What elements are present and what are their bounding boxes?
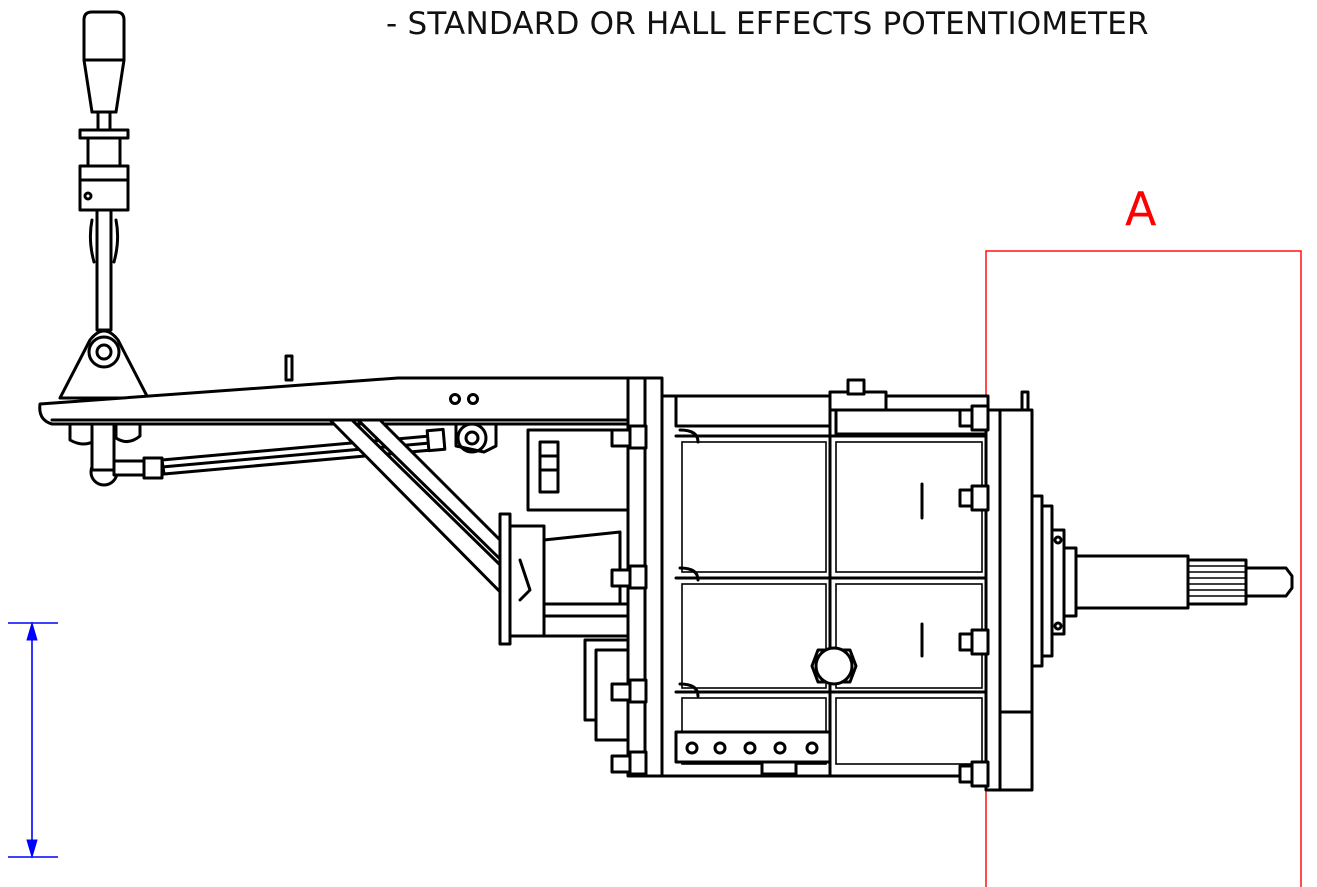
output-shaft xyxy=(1030,494,1294,668)
drawing-note: - STANDARD OR HALL EFFECTS POTENTIOMETER xyxy=(386,6,1149,42)
detail-label-a: A xyxy=(1125,182,1157,236)
gearbox-case xyxy=(660,378,990,778)
bellhousing-plate xyxy=(610,376,664,778)
gear-lever xyxy=(58,10,150,400)
link-rod xyxy=(112,422,498,480)
rear-plate xyxy=(958,390,1034,792)
front-brackets xyxy=(498,428,631,742)
shift-arm xyxy=(38,354,630,487)
dimension-line xyxy=(8,621,58,859)
